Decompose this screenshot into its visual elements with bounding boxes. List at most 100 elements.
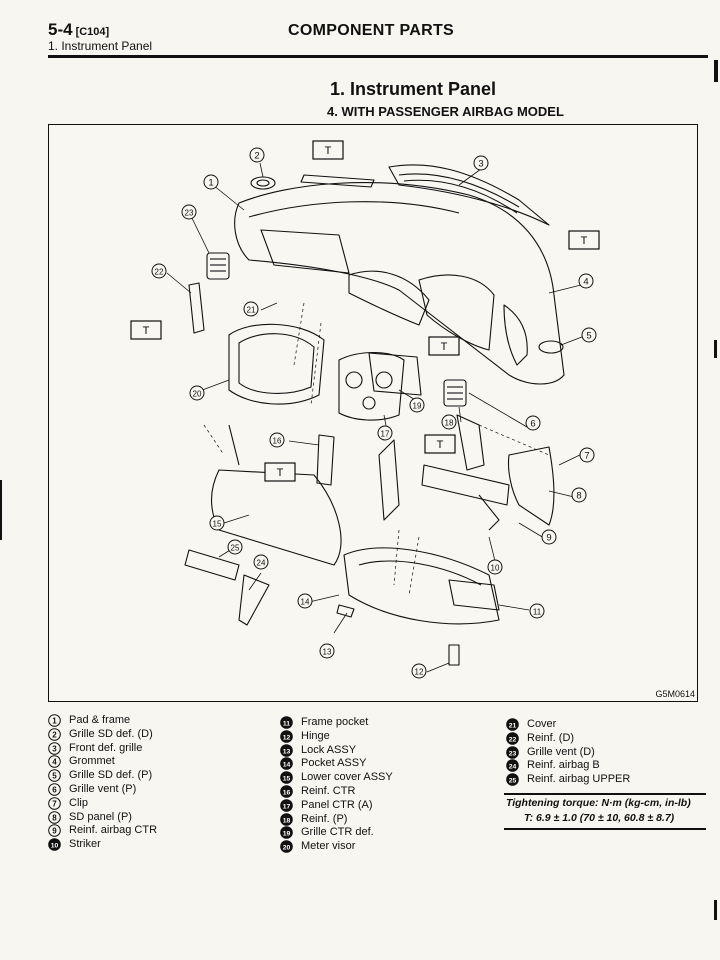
svg-text:24: 24 bbox=[257, 558, 266, 567]
callout-11: 11 bbox=[529, 603, 545, 619]
circled-number-icon: 6 bbox=[48, 783, 61, 796]
svg-text:17: 17 bbox=[283, 803, 291, 810]
meter-visor-shape bbox=[228, 323, 325, 405]
circled-number-icon: 8 bbox=[48, 810, 61, 824]
part-name: Hinge bbox=[301, 729, 330, 742]
svg-text:9: 9 bbox=[52, 827, 57, 836]
circled-number-icon: 2 bbox=[48, 727, 61, 741]
callout-7: 7 bbox=[579, 447, 595, 463]
svg-text:14: 14 bbox=[301, 597, 310, 606]
pad-and-frame-shape bbox=[234, 182, 565, 385]
part-name: Reinf. (P) bbox=[301, 812, 348, 825]
callout-23: 23 bbox=[181, 204, 197, 220]
svg-text:24: 24 bbox=[509, 764, 517, 771]
section-number-text: 5-4 bbox=[48, 20, 73, 39]
parts-list-item: 7 Clip bbox=[48, 797, 157, 811]
svg-text:22: 22 bbox=[155, 267, 164, 276]
header-divider bbox=[48, 55, 708, 58]
callout-8: 8 bbox=[571, 487, 587, 503]
callout-9: 9 bbox=[541, 529, 557, 545]
part-name: Grille SD def. (P) bbox=[69, 769, 153, 782]
parts-list-item: 10 Striker bbox=[48, 838, 157, 852]
parts-list-item: 11 Frame pocket bbox=[280, 716, 393, 730]
part-name: Front def. grille bbox=[69, 741, 143, 754]
front-def-grille-shape bbox=[388, 164, 550, 226]
part-name: Clip bbox=[69, 796, 88, 809]
circled-number-icon: 3 bbox=[48, 741, 61, 755]
page-edge-mark bbox=[714, 60, 718, 82]
circled-number-icon: 1 bbox=[48, 714, 61, 727]
svg-text:15: 15 bbox=[283, 775, 291, 782]
parts-list-item: 14 Pocket ASSY bbox=[280, 757, 393, 771]
callout-2: 2 bbox=[249, 147, 265, 163]
part-name: Lock ASSY bbox=[301, 743, 357, 756]
torque-rule-top bbox=[504, 793, 706, 795]
sd-panel-shape bbox=[507, 446, 555, 526]
callout-14: 14 bbox=[297, 593, 313, 609]
svg-text:11: 11 bbox=[283, 720, 290, 727]
section-title: 1. Instrument Panel bbox=[330, 79, 497, 99]
svg-text:1: 1 bbox=[52, 716, 57, 725]
callout-15: 15 bbox=[209, 515, 225, 531]
svg-text:16: 16 bbox=[273, 436, 282, 445]
svg-text:13: 13 bbox=[323, 647, 332, 656]
svg-text:7: 7 bbox=[584, 450, 589, 461]
circled-number-icon: 10 bbox=[48, 838, 61, 851]
circled-number-icon: 19 bbox=[280, 826, 293, 840]
parts-list-item: 3 Front def. grille bbox=[48, 742, 157, 756]
svg-text:T: T bbox=[437, 439, 444, 451]
circled-number-icon: 24 bbox=[506, 759, 519, 773]
part-name: Striker bbox=[69, 838, 101, 851]
parts-list-item: 21 Cover bbox=[506, 718, 630, 732]
svg-text:18: 18 bbox=[283, 817, 291, 824]
svg-text:13: 13 bbox=[283, 748, 291, 755]
circled-number-icon: 7 bbox=[48, 796, 61, 810]
circled-number-icon: 12 bbox=[280, 729, 293, 743]
svg-text:3: 3 bbox=[478, 158, 483, 169]
callout-13: 13 bbox=[319, 643, 335, 659]
torque-value: T: 6.9 ± 1.0 (70 ± 10, 60.8 ± 8.7) bbox=[524, 812, 675, 824]
svg-text:25: 25 bbox=[231, 543, 240, 552]
parts-list-item: 17 Panel CTR (A) bbox=[280, 799, 393, 813]
parts-list-item: 16 Reinf. CTR bbox=[280, 785, 393, 799]
callout-5: 5 bbox=[581, 327, 597, 343]
svg-text:T: T bbox=[325, 145, 332, 157]
part-name: Reinf. CTR bbox=[301, 784, 356, 797]
svg-text:20: 20 bbox=[193, 389, 202, 398]
part-name: Reinf. airbag CTR bbox=[69, 824, 158, 837]
circled-number-icon: 20 bbox=[280, 840, 293, 853]
circled-number-icon: 17 bbox=[280, 798, 293, 812]
circled-number-icon: 11 bbox=[280, 716, 293, 729]
svg-text:14: 14 bbox=[283, 762, 291, 769]
section-code: [C104] bbox=[75, 26, 110, 38]
callout-4: 4 bbox=[578, 273, 594, 289]
svg-text:3: 3 bbox=[52, 744, 57, 753]
part-name: Frame pocket bbox=[301, 716, 369, 728]
svg-text:18: 18 bbox=[445, 418, 454, 427]
callout-1: 1 bbox=[203, 174, 219, 190]
parts-list-item: 9 Reinf. airbag CTR bbox=[48, 824, 157, 838]
circled-number-icon: 23 bbox=[506, 745, 519, 759]
part-name: Grille vent (P) bbox=[69, 782, 137, 795]
torque-label: Tightening torque: N·m (kg-cm, in-lb) bbox=[506, 797, 691, 809]
part-name: Grille vent (D) bbox=[527, 745, 595, 758]
part-name: Pocket ASSY bbox=[301, 757, 367, 770]
part-name: Cover bbox=[527, 718, 557, 730]
header-subtitle: 1. Instrument Panel bbox=[48, 39, 153, 53]
parts-list-item: 1 Pad & frame bbox=[48, 714, 157, 728]
svg-text:16: 16 bbox=[283, 789, 291, 796]
section-subtitle: 4. WITH PASSENGER AIRBAG MODEL bbox=[327, 104, 564, 119]
svg-text:21: 21 bbox=[509, 722, 517, 729]
part-name: Panel CTR (A) bbox=[301, 798, 373, 811]
svg-text:T: T bbox=[143, 325, 150, 337]
part-name: Pad & frame bbox=[69, 714, 131, 726]
svg-text:2: 2 bbox=[254, 150, 259, 161]
svg-text:11: 11 bbox=[533, 607, 542, 616]
